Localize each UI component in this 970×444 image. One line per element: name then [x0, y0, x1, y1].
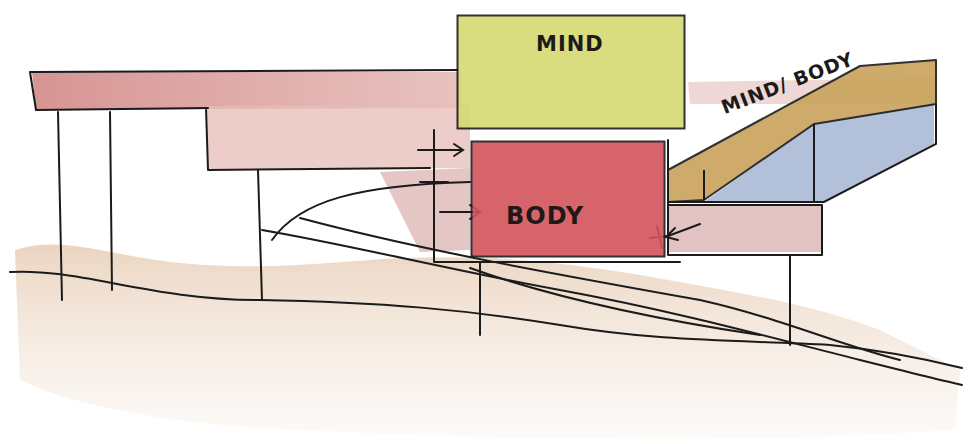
- box-outline: [458, 16, 685, 129]
- slanted-edges: [668, 104, 936, 202]
- roof-outline: [30, 70, 458, 170]
- program-box: MIND: [456, 14, 686, 130]
- body-shadow: [380, 168, 470, 252]
- ground-wash: [15, 245, 960, 440]
- box-outline: [472, 142, 665, 257]
- pointer-tick: [420, 181, 448, 183]
- pointer-arrow: [666, 224, 700, 240]
- slanted-volume: MIND/ BODY: [664, 52, 940, 208]
- columns: [58, 112, 262, 300]
- box-shape: [470, 140, 666, 258]
- program-box: BODY: [470, 140, 666, 258]
- roof-band-lower: [206, 104, 470, 170]
- program-label: BODY: [506, 202, 584, 230]
- slope-line-3: [470, 268, 760, 335]
- box-shape: [456, 14, 686, 130]
- ground-line: [10, 272, 962, 368]
- program-label: MIND: [536, 32, 604, 56]
- pointer-arrow: [418, 144, 463, 156]
- lower-box-wash: [668, 205, 822, 252]
- roof-band: [32, 72, 462, 110]
- body-frame: [434, 130, 680, 262]
